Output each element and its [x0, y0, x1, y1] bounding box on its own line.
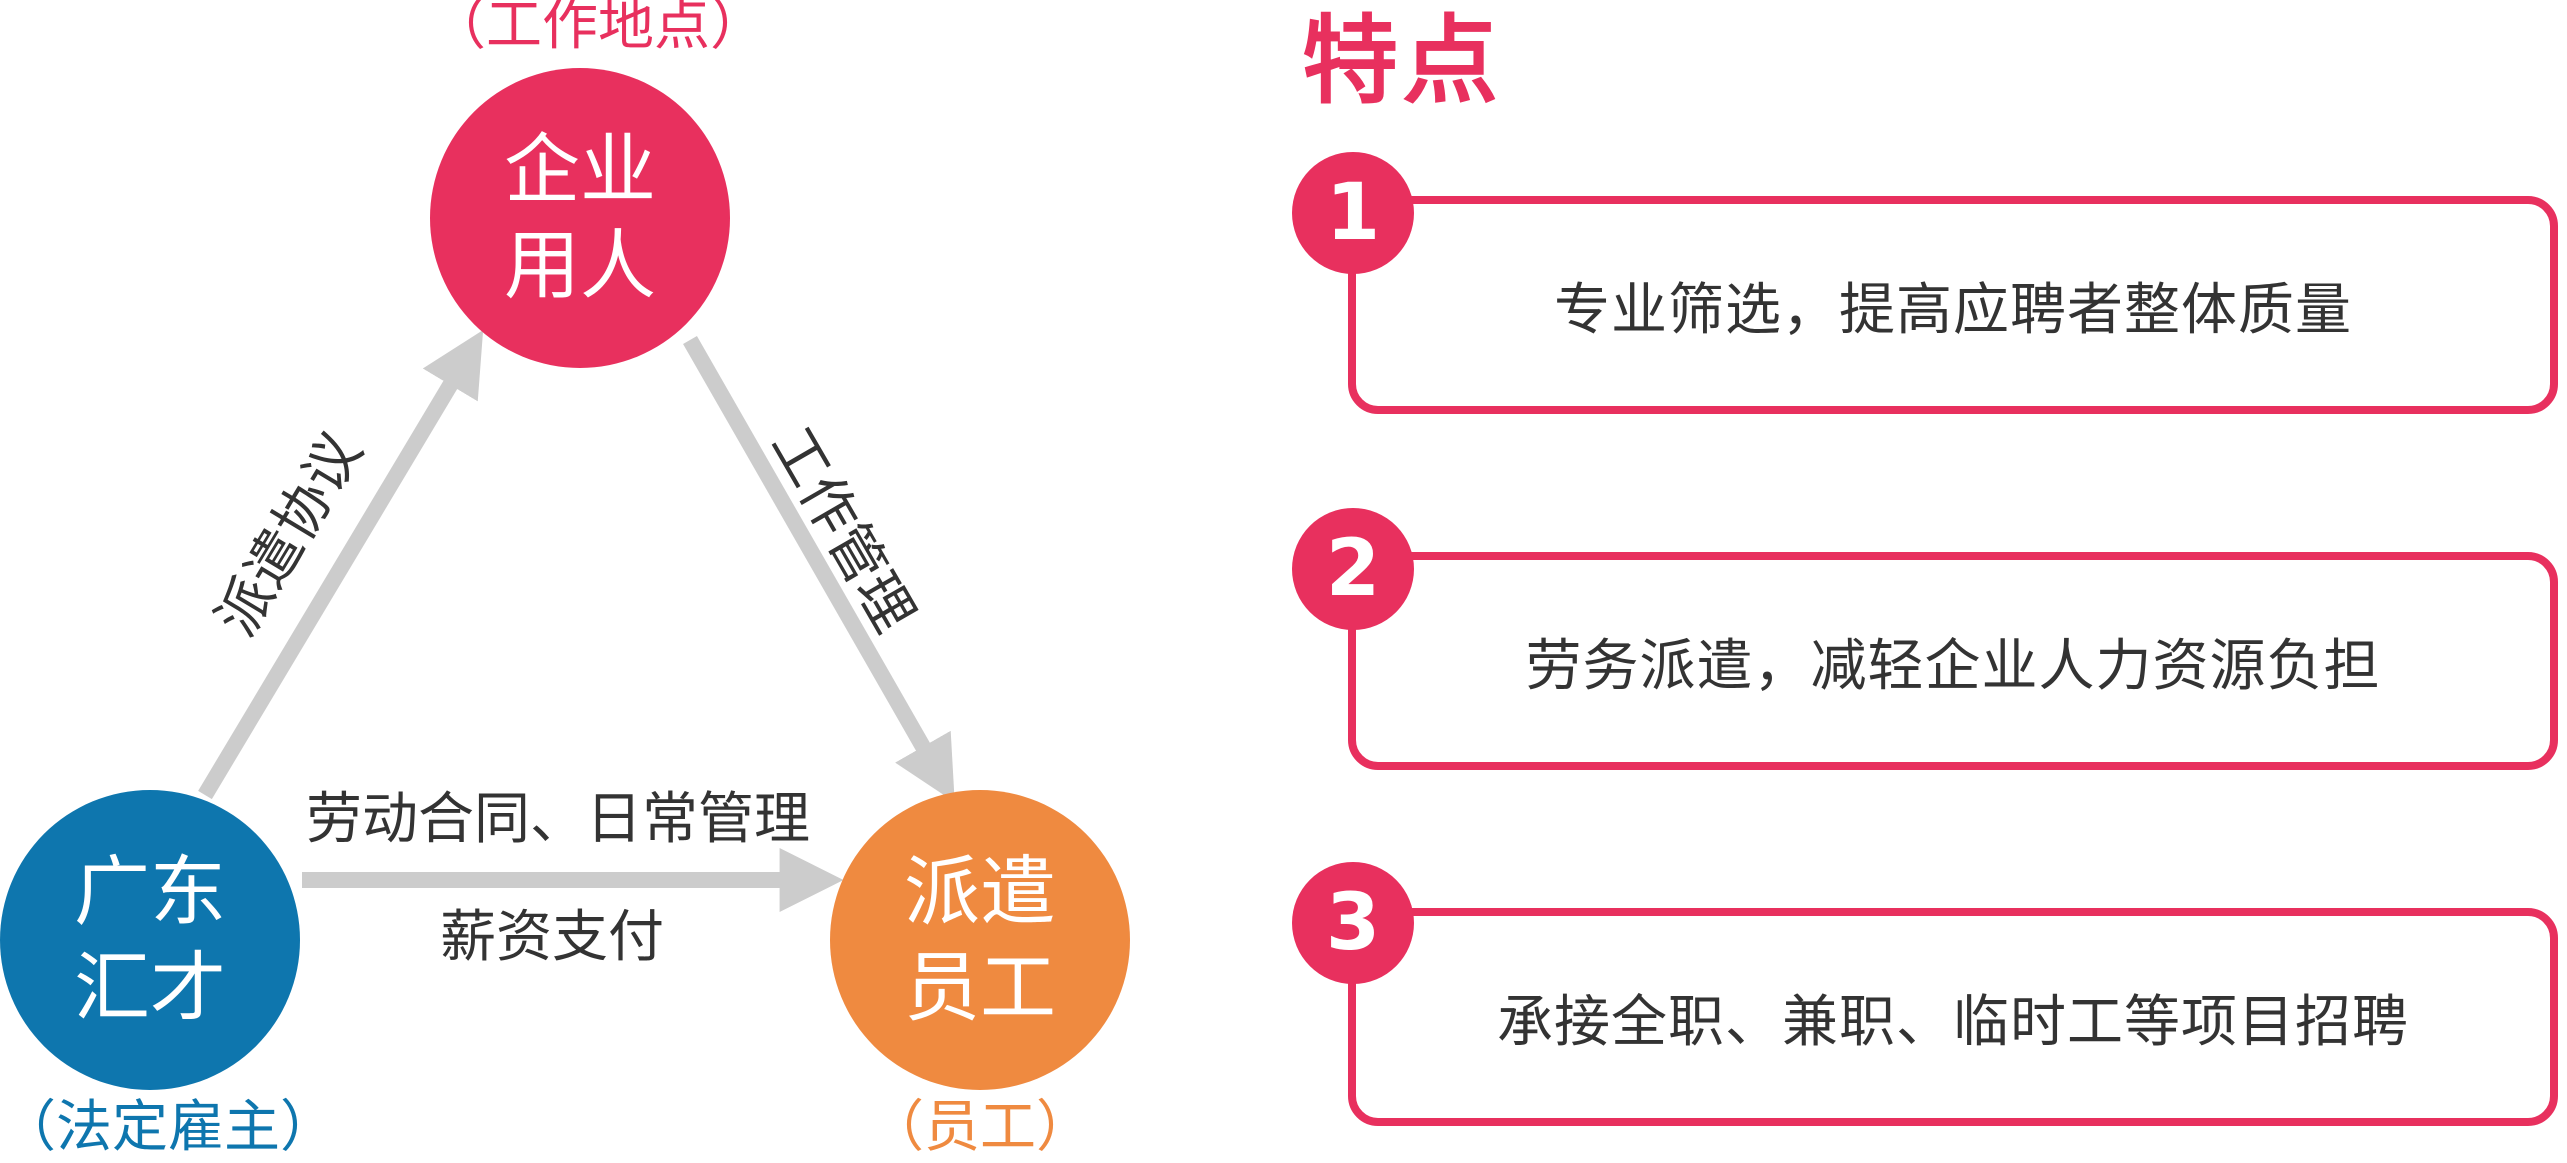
right-node-employee: 派遣 员工	[830, 790, 1130, 1090]
right-node-line2: 员工	[904, 943, 1056, 1032]
left-node-line1: 广东	[74, 847, 226, 936]
edge-label-labor-contract: 劳动合同、日常管理	[306, 787, 810, 852]
left-node-line2: 汇才	[74, 943, 226, 1032]
feature-card-1: 专业筛选，提高应聘者整体质量	[1348, 196, 2558, 414]
top-node-line1: 企业	[504, 125, 656, 214]
features-heading: 特点	[1302, 5, 1502, 117]
top-node-enterprise: 企业 用人	[430, 68, 730, 368]
feature-text-3: 承接全职、兼职、临时工等项目招聘	[1497, 989, 2409, 1055]
feature-number-badge-3: 3	[1292, 862, 1414, 984]
arrow-top-to-right	[683, 336, 955, 803]
edge-label-salary-payment: 薪资支付	[440, 905, 664, 970]
top-node-line2: 用人	[504, 221, 656, 310]
feature-text-2: 劳务派遣，减轻企业人力资源负担	[1525, 633, 2381, 699]
feature-text-1: 专业筛选，提高应聘者整体质量	[1554, 277, 2352, 343]
arrow-left-to-top	[198, 330, 484, 800]
feature-number-badge-2: 2	[1292, 508, 1414, 630]
top-node-sublabel: （工作地点）	[430, 0, 766, 58]
feature-number-badge-1: 1	[1292, 152, 1414, 274]
left-node-employer: 广东 汇才	[0, 790, 300, 1090]
feature-card-2: 劳务派遣，减轻企业人力资源负担	[1348, 552, 2558, 770]
right-node-sublabel: （员工）	[868, 1095, 1092, 1160]
feature-card-3: 承接全职、兼职、临时工等项目招聘	[1348, 908, 2558, 1126]
left-node-sublabel: （法定雇主）	[0, 1095, 336, 1160]
right-node-line1: 派遣	[904, 847, 1056, 936]
